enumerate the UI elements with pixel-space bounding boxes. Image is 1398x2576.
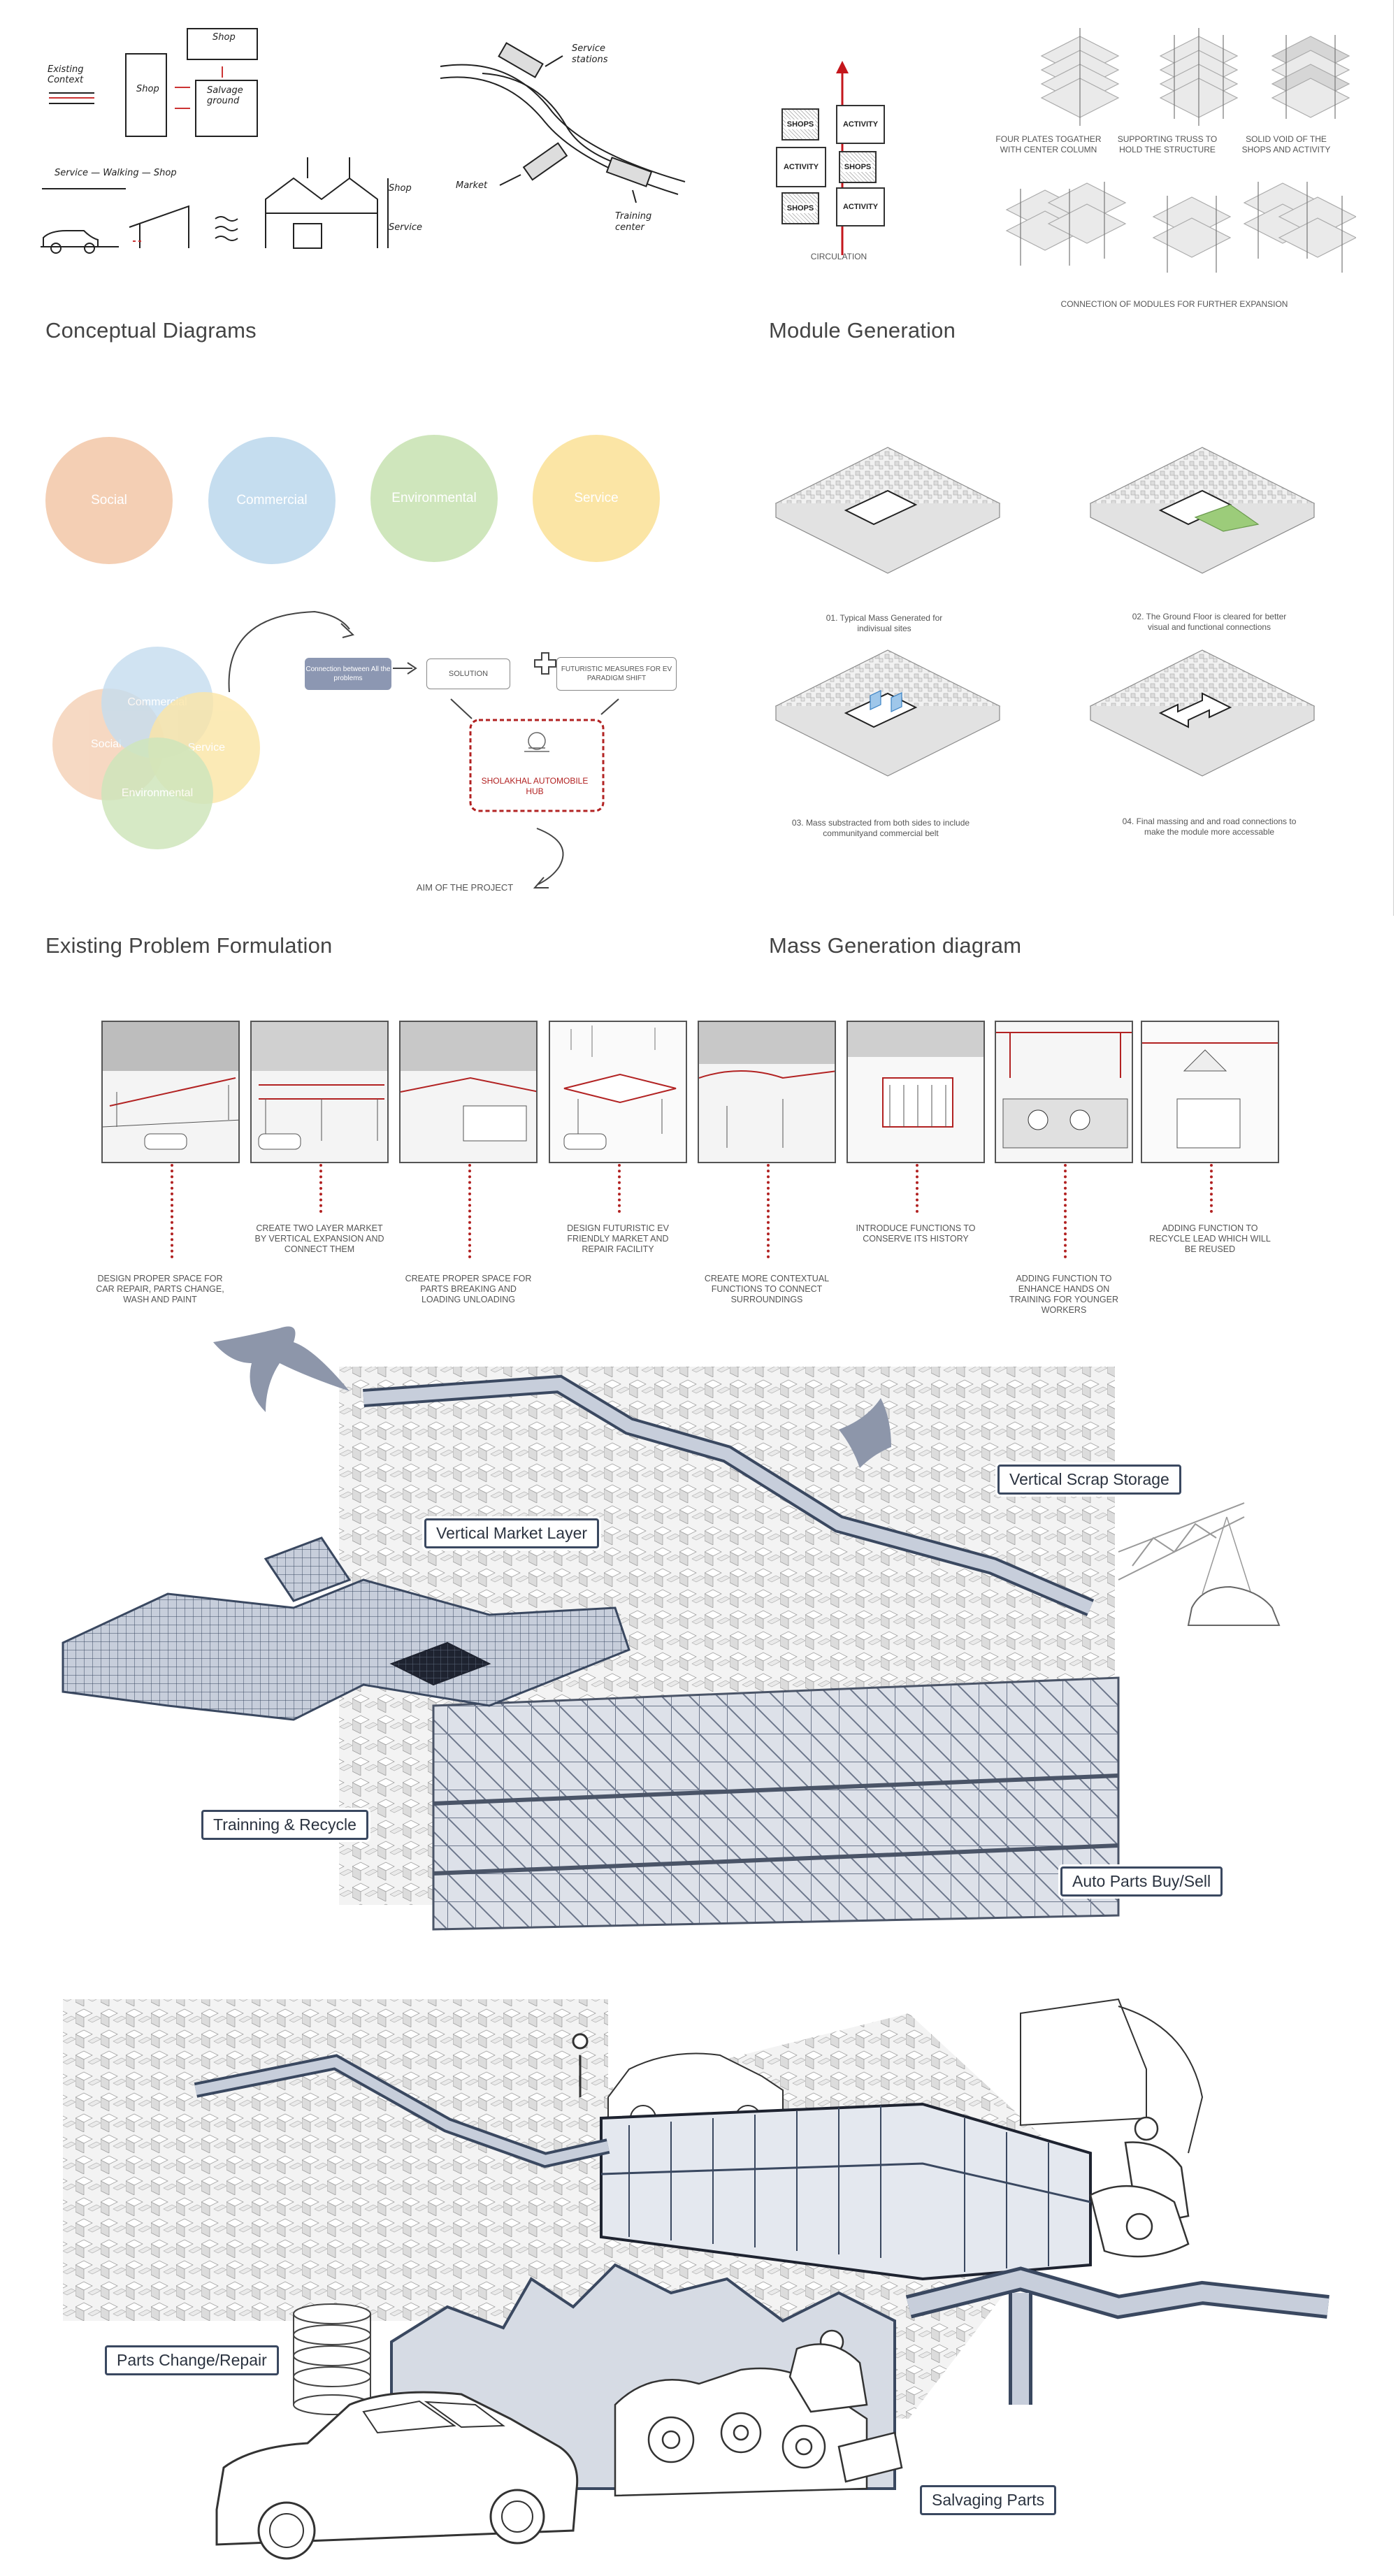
plate-caption-2: SUPPORTING TRUSS TO HOLD THE STRUCTURE <box>1117 134 1218 154</box>
right-border-line <box>1393 0 1394 916</box>
circle-social: Social <box>45 437 173 564</box>
mass-caption-1: 01. Typical Mass Generated for indivisua… <box>826 613 943 633</box>
plate-caption-1: FOUR PLATES TOGATHER WITH CENTER COLUMN <box>995 134 1102 154</box>
strategy-panel-6 <box>846 1021 985 1163</box>
market-label: Market <box>456 180 488 191</box>
connector-5 <box>767 1164 770 1258</box>
strategy-panel-7 <box>995 1021 1133 1163</box>
label-salvaging: Salvaging Parts <box>920 2485 1057 2515</box>
futuristic-box: FUTURISTIC MEASURES FOR EV PARADIGM SHIF… <box>556 657 677 691</box>
strategy-panel-3 <box>399 1021 538 1163</box>
connector-6 <box>916 1164 918 1213</box>
conceptual-diagrams-title: Conceptual Diagrams <box>45 318 257 343</box>
module-plates-svg <box>1005 28 1356 273</box>
solution-box: SOLUTION <box>426 659 510 689</box>
strip-caption-6: INTRODUCE FUNCTIONS TO CONSERVE ITS HIST… <box>856 1223 976 1244</box>
mass-generation-title: Mass Generation diagram <box>769 933 1022 958</box>
section-service-label: Service <box>389 222 423 233</box>
strategy-panel-4 <box>549 1021 687 1163</box>
problem-flow-svg <box>228 610 619 888</box>
strip-caption-4: DESIGN FUTURISTIC EV FRIENDLY MARKET AND… <box>567 1223 669 1254</box>
label-parts-change: Parts Change/Repair <box>105 2345 279 2375</box>
module-block-2: ACTIVITY <box>836 105 885 144</box>
module-block-6: ACTIVITY <box>836 187 885 226</box>
module-block-4: SHOPS <box>839 151 877 183</box>
mass-caption-2: 02. The Ground Floor is cleared for bett… <box>1132 612 1287 632</box>
connector-7 <box>1064 1164 1067 1258</box>
strip-caption-2: CREATE TWO LAYER MARKET BY VERTICAL EXPA… <box>254 1223 384 1254</box>
mass-caption-4: 04. Final massing and and road connectio… <box>1122 816 1297 837</box>
strategy-panel-8 <box>1141 1021 1279 1163</box>
label-training-recycle: Trainning & Recycle <box>201 1810 368 1840</box>
module-generation-title: Module Generation <box>769 318 956 343</box>
connector-8 <box>1210 1164 1213 1213</box>
circulation-label: CIRCULATION <box>810 252 867 261</box>
strategy-panel-5 <box>698 1021 836 1163</box>
existing-context-label: Existing Context <box>48 64 84 85</box>
strategy-panel-2 <box>250 1021 389 1163</box>
site-plan-sketch-svg <box>440 42 686 203</box>
shop-top-label: Shop <box>212 32 236 43</box>
hub-label: SHOLAKHAL AUTOMOBILE HUB <box>481 776 589 796</box>
strip-caption-7: ADDING FUNCTION TO ENHANCE HANDS ON TRAI… <box>1009 1274 1119 1315</box>
connector-4 <box>618 1164 621 1213</box>
expansion-caption: CONNECTION OF MODULES FOR FURTHER EXPANS… <box>1060 299 1288 309</box>
label-auto-parts: Auto Parts Buy/Sell <box>1060 1866 1223 1897</box>
label-vertical-market: Vertical Market Layer <box>424 1518 600 1548</box>
circle-environmental: Environmental <box>370 435 498 562</box>
mass-caption-3: 03. Mass substracted from both sides to … <box>791 818 970 838</box>
label-vertical-scrap: Vertical Scrap Storage <box>997 1465 1181 1495</box>
axonometric-svg <box>62 1326 1329 2560</box>
service-stations-label: Service stations <box>572 43 608 65</box>
strip-caption-8: ADDING FUNCTION TO RECYCLE LEAD WHICH WI… <box>1149 1223 1271 1254</box>
mass-isometrics-svg <box>774 447 1316 777</box>
plate-caption-3: SOLID VOID OF THE SHOPS AND ACTIVITY <box>1241 134 1331 154</box>
module-block-1: SHOPS <box>781 108 819 141</box>
existing-problem-title: Existing Problem Formulation <box>45 933 333 958</box>
connection-box: Connection between All the problems <box>305 658 391 690</box>
connector-2 <box>319 1164 322 1213</box>
strip-caption-5: CREATE MORE CONTEXTUAL FUNCTIONS TO CONN… <box>704 1274 830 1304</box>
circle-commercial: Commercial <box>208 437 336 564</box>
shop-mid-label: Shop <box>136 84 159 94</box>
context-sketch-svg <box>41 28 389 254</box>
section-shop-label: Shop <box>389 183 412 194</box>
module-block-3: ACTIVITY <box>776 147 826 187</box>
circle-service: Service <box>533 435 660 562</box>
module-block-5: SHOPS <box>781 192 819 224</box>
strip-caption-1: DESIGN PROPER SPACE FOR CAR REPAIR, PART… <box>96 1274 224 1304</box>
strip-caption-3: CREATE PROPER SPACE FOR PARTS BREAKING A… <box>405 1274 532 1304</box>
salvage-ground-label: Salvage ground <box>207 85 243 106</box>
connector-3 <box>468 1164 471 1258</box>
service-walking-shop-label: Service — Walking — Shop <box>55 168 177 178</box>
venn-environmental: Environmental <box>101 737 213 849</box>
connector-1 <box>171 1164 173 1258</box>
strategy-panel-1 <box>101 1021 240 1163</box>
aim-label: AIM OF THE PROJECT <box>416 882 514 893</box>
training-center-label: Training center <box>615 211 652 233</box>
